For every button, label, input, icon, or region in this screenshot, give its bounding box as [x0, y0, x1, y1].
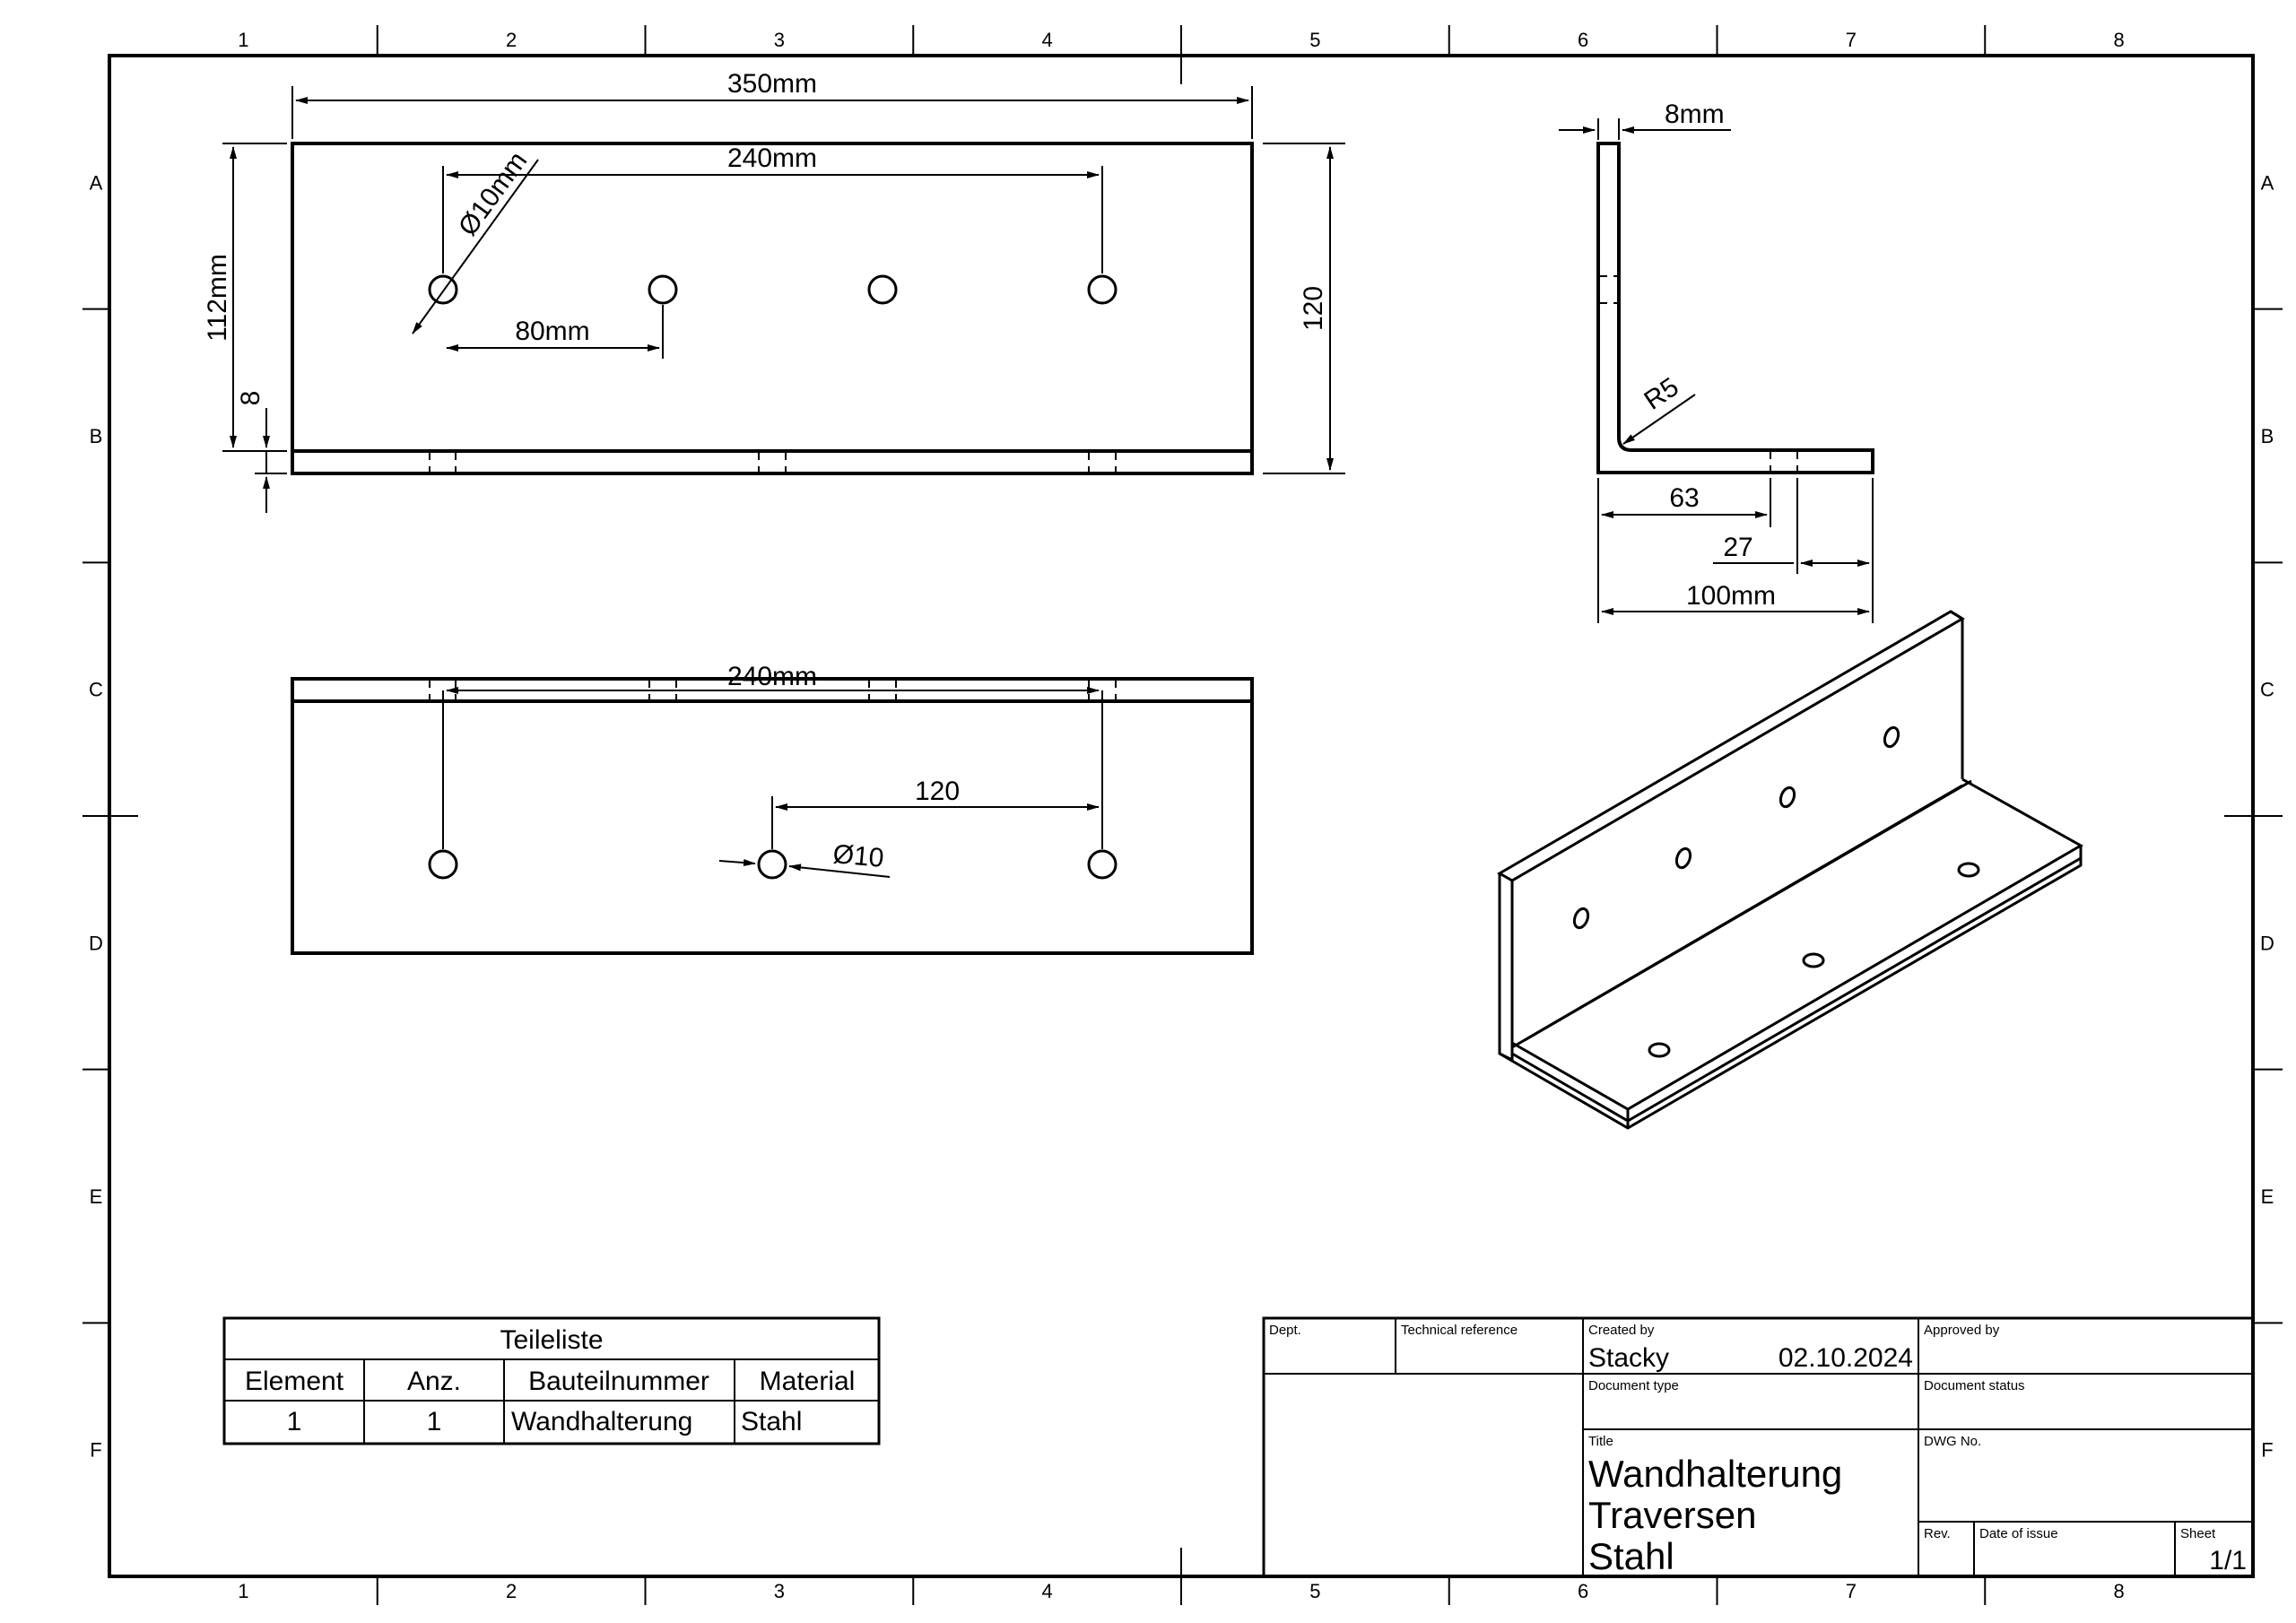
tb-title-line-2: Traversen	[1588, 1494, 1757, 1536]
grid-row-label: B	[2261, 425, 2274, 447]
grid-row-label: E	[90, 1185, 103, 1208]
grid-row-label: A	[90, 171, 103, 194]
hole	[1087, 274, 1118, 305]
grid-row-label: A	[2261, 171, 2274, 194]
parts-list-title: Teileliste	[500, 1325, 603, 1355]
dim-top-hole-span: 240mm	[727, 662, 817, 691]
grid-row-label: B	[90, 425, 103, 447]
grid-column-label: 1	[238, 1580, 248, 1602]
grid-column-label: 7	[1846, 1580, 1857, 1602]
dim-top-hole-pitch: 120	[915, 777, 960, 806]
hole	[648, 274, 678, 305]
dim-overall-width: 350mm	[727, 69, 817, 99]
dim-height: 112mm	[203, 254, 232, 342]
tb-title-line-3: Stahl	[1588, 1535, 1674, 1577]
grid-column-label: 1	[238, 29, 248, 51]
dim-total-height: 120	[1299, 286, 1328, 331]
grid-column-label: 6	[1578, 1580, 1588, 1602]
parts-cell-material: Stahl	[741, 1407, 802, 1436]
tb-rev-label: Rev.	[1924, 1526, 1951, 1541]
dim-leg-length: 100mm	[1686, 581, 1776, 611]
grid-column-label: 2	[506, 29, 517, 51]
tb-dateissue-label: Date of issue	[1979, 1526, 2058, 1541]
hole	[428, 274, 458, 305]
iso-holes	[1572, 725, 1980, 1058]
dim-hole-diameter: Ø10mm	[453, 146, 533, 241]
tb-title-line-1: Wandhalterung	[1588, 1453, 1842, 1495]
tb-dept-label: Dept.	[1269, 1323, 1301, 1338]
tb-doctype-label: Document type	[1588, 1378, 1679, 1393]
tb-created-date: 02.10.2024	[1779, 1343, 1913, 1373]
parts-header-element: Element	[245, 1367, 344, 1396]
grid-column-label: 5	[1309, 29, 1320, 51]
grid-column-label: 5	[1309, 1580, 1320, 1602]
hole	[867, 274, 898, 305]
tb-title-label: Title	[1588, 1434, 1613, 1449]
dim-thickness: 8	[236, 391, 265, 406]
dim-edge-offset: 27	[1723, 533, 1752, 562]
parts-cell-element: 1	[287, 1407, 302, 1436]
grid-row-label: C	[89, 679, 103, 701]
dim-hole-span: 240mm	[727, 143, 817, 173]
tb-sheet: 1/1	[2209, 1546, 2247, 1575]
hole	[1087, 849, 1118, 880]
dim-hole-offset: 63	[1669, 483, 1699, 513]
tb-docstatus-label: Document status	[1924, 1378, 2025, 1393]
grid-row-label: D	[89, 932, 103, 954]
grid-column-label: 3	[774, 1580, 785, 1602]
tb-created-by: Stacky	[1588, 1343, 1669, 1373]
grid-column-label: 3	[774, 29, 785, 51]
tb-techref-label: Technical reference	[1401, 1323, 1518, 1338]
parts-cell-qty: 1	[427, 1407, 442, 1436]
tb-createdby-label: Created by	[1588, 1323, 1655, 1338]
isometric-view	[1496, 610, 2084, 1130]
side-view: 8mm R5 63 27 100mm	[1559, 100, 1874, 623]
grid-row-label: F	[2261, 1439, 2273, 1462]
tb-approvedby-label: Approved by	[1924, 1323, 2000, 1338]
grid-column-label: 8	[2114, 1580, 2125, 1602]
parts-header-material: Material	[760, 1367, 856, 1396]
front-view: 350mm 240mm Ø10mm 80mm 112mm 8	[203, 69, 1345, 513]
parts-header-partno: Bauteilnummer	[528, 1367, 709, 1396]
top-holes	[428, 849, 1118, 880]
hole	[428, 849, 458, 880]
dim-side-thickness: 8mm	[1665, 100, 1725, 129]
grid-column-label: 4	[1042, 29, 1053, 51]
grid-row-label: F	[90, 1439, 101, 1462]
grid-column-label: 2	[506, 1580, 517, 1602]
grid-column-label: 7	[1846, 29, 1857, 51]
grid-column-label: 6	[1578, 29, 1588, 51]
front-holes	[428, 274, 1118, 305]
grid-row-label: E	[2261, 1185, 2274, 1208]
grid-row-label: C	[2260, 679, 2274, 701]
parts-cell-partno: Wandhalterung	[511, 1407, 692, 1436]
hole	[757, 849, 787, 880]
parts-header-qty: Anz.	[407, 1367, 461, 1396]
grid-column-label: 8	[2114, 29, 2125, 51]
tb-sheet-label: Sheet	[2180, 1526, 2216, 1541]
parts-list: Teileliste Element Anz. Bauteilnummer Ma…	[222, 1316, 881, 1445]
title-block: Dept. Technical reference Created by Sta…	[1262, 1316, 2255, 1578]
grid-column-label: 4	[1042, 1580, 1053, 1602]
tb-dwgno-label: DWG No.	[1924, 1434, 1981, 1449]
dim-top-hole-diameter: Ø10	[831, 839, 884, 873]
dim-hole-pitch: 80mm	[515, 317, 589, 346]
dim-bend-radius: R5	[1639, 372, 1683, 416]
top-view: 240mm 120 Ø10	[291, 662, 1254, 955]
grid-row-label: D	[2260, 932, 2274, 954]
